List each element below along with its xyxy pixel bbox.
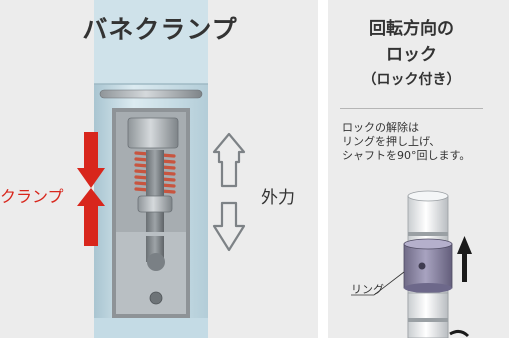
panel-divider bbox=[318, 0, 328, 338]
title-divider bbox=[340, 108, 483, 109]
lock-subtitle: （ロック付き） bbox=[362, 72, 461, 88]
lock-title-line1: 回転方向の bbox=[369, 19, 454, 39]
ring-lock-diagram bbox=[351, 190, 472, 338]
right-margin bbox=[495, 0, 509, 338]
rotation-lock-panel: 回転方向の ロック （ロック付き） ロックの解除は リングを押し上げ、 シャフト… bbox=[328, 0, 495, 338]
unlock-note-line1: ロックの解除は bbox=[342, 121, 419, 134]
clamp-label: クランプ bbox=[0, 187, 64, 206]
plunger-head bbox=[137, 195, 173, 213]
tube-top-cap bbox=[94, 0, 208, 84]
external-force-label: 外力 bbox=[261, 188, 295, 208]
rotate-arrow-icon bbox=[449, 329, 470, 338]
page-title: バネクランプ bbox=[82, 15, 238, 44]
bottom-screw bbox=[149, 291, 163, 305]
cross-rod bbox=[99, 89, 203, 99]
unlock-note-line3: シャフトを90°回します。 bbox=[342, 149, 471, 162]
unlock-note-line2: リングを押し上げ、 bbox=[342, 135, 441, 148]
ring-label: リング bbox=[351, 283, 384, 296]
external-force-arrows bbox=[212, 132, 246, 252]
spring-clamp-diagram bbox=[77, 0, 246, 338]
upper-plug bbox=[127, 117, 179, 149]
lock-ring bbox=[403, 243, 453, 289]
lock-title-line2: ロック bbox=[386, 45, 437, 65]
clamp-arrows bbox=[77, 132, 105, 246]
spring-clamp-panel: バネクランプ クランプ 外力 bbox=[0, 0, 295, 338]
push-up-arrow-icon bbox=[457, 236, 472, 282]
